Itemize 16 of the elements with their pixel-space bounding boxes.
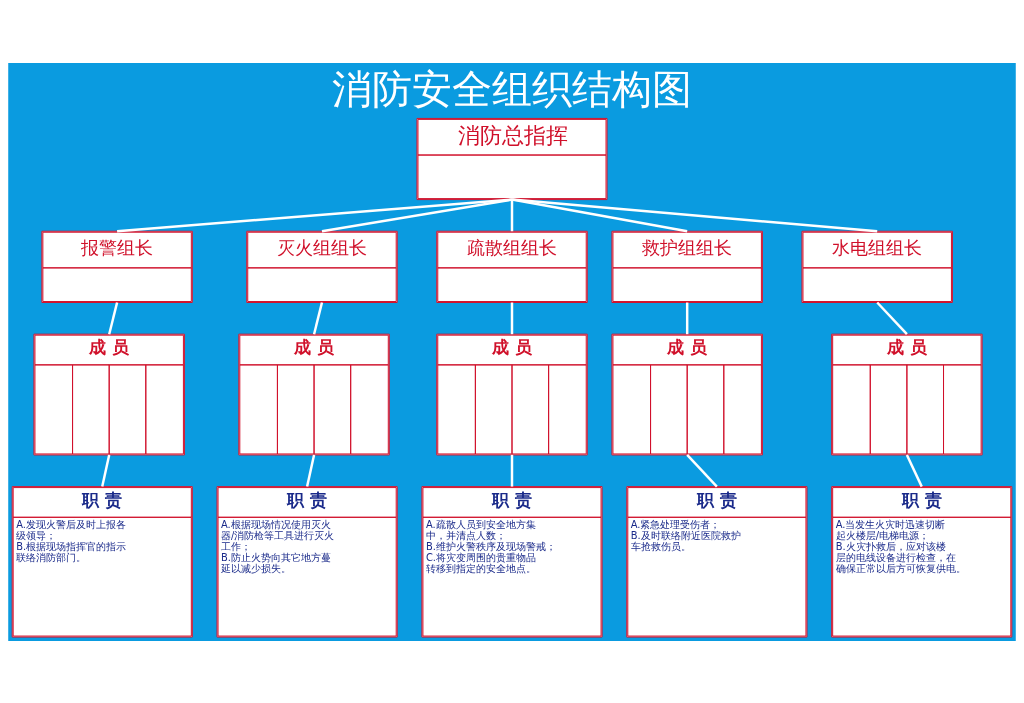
connector	[876, 301, 908, 335]
connector	[305, 454, 316, 487]
connector	[905, 453, 923, 487]
connector	[117, 197, 513, 232]
connector	[101, 454, 111, 487]
connector	[510, 302, 514, 334]
diagram-title: 消防安全组织结构图	[332, 65, 692, 112]
connector	[321, 197, 513, 232]
connector	[511, 197, 878, 232]
connector	[685, 302, 689, 334]
connector	[510, 199, 514, 231]
connector	[511, 197, 688, 232]
connector	[312, 301, 324, 334]
connector	[686, 453, 718, 487]
connector	[108, 301, 119, 334]
connector	[510, 454, 514, 487]
